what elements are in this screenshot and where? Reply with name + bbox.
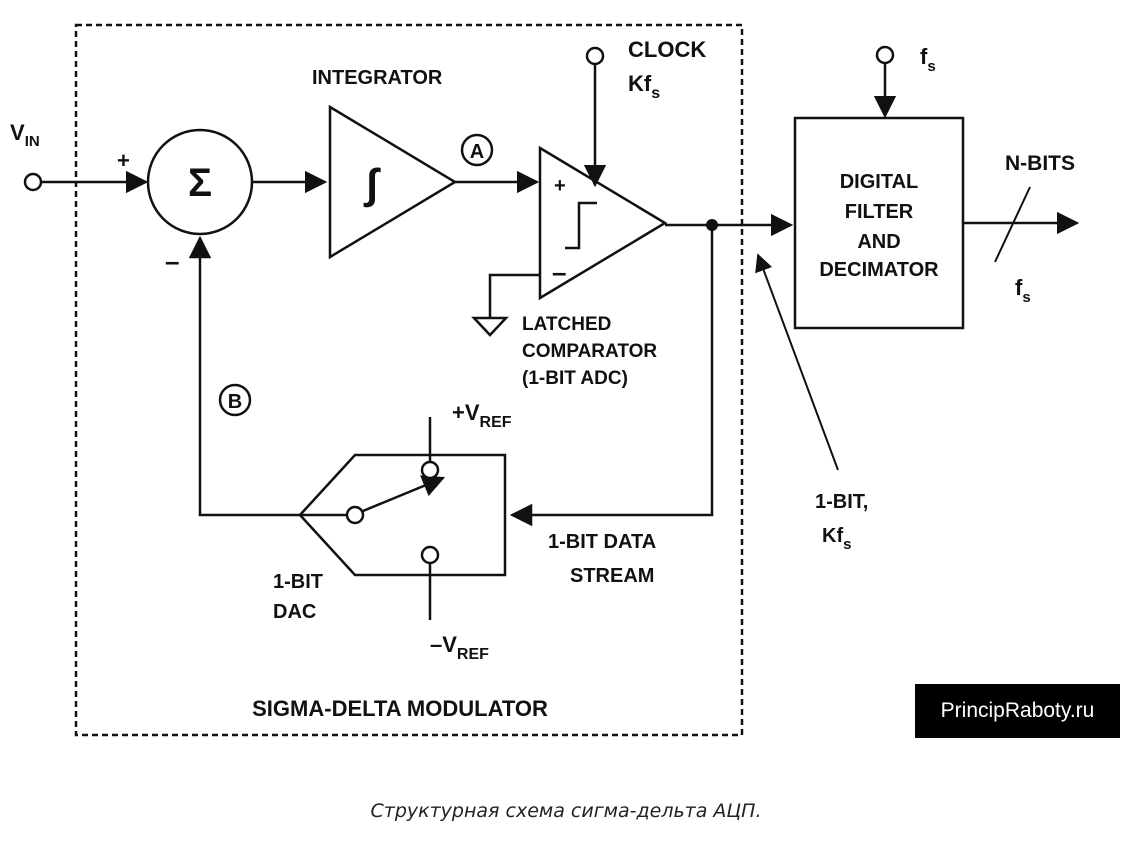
dac-block xyxy=(299,453,507,577)
comparator-label-line1: LATCHED xyxy=(522,314,611,335)
comparator-label-line3: (1-BIT ADC) xyxy=(522,368,628,389)
bus-slash xyxy=(994,186,1031,263)
onebit-label-line2: Kfs xyxy=(822,525,851,553)
filter-label-line3: AND xyxy=(857,231,900,253)
comparator-plus-label: + xyxy=(554,175,566,197)
onebit-label-line1: 1-BIT, xyxy=(815,491,868,513)
node-a-label: A xyxy=(470,141,484,163)
modulator-title: SIGMA-DELTA MODULATOR xyxy=(252,696,548,721)
sum-symbol: Σ xyxy=(188,161,212,205)
vref-neg-contact xyxy=(420,545,440,565)
ground-symbol xyxy=(471,316,509,337)
comparator-label-line2: COMPARATOR xyxy=(522,341,657,362)
modulator-boundary xyxy=(74,23,744,737)
fs-top-label: fs xyxy=(920,44,936,75)
vref-neg-label: –VREF xyxy=(430,632,489,663)
clock-terminal xyxy=(585,46,605,66)
dac-pivot-contact xyxy=(345,505,365,525)
datastream-label-line2: STREAM xyxy=(570,565,654,587)
fs-out-label: fs xyxy=(1015,275,1031,306)
filter-label-line1: DIGITAL xyxy=(840,171,919,193)
onebit-pointer-arrow xyxy=(755,253,839,471)
node-b-marker xyxy=(218,383,252,417)
vin-label: VIN xyxy=(10,120,40,150)
minus-feedback-label: – xyxy=(165,246,179,276)
clock-kfs-label: Kfs xyxy=(628,71,660,102)
node-b-label: B xyxy=(228,391,242,413)
vref-pos-label: +VREF xyxy=(452,400,512,431)
comparator-step-symbol xyxy=(565,201,597,250)
digital-filter-block xyxy=(793,116,965,330)
integrator-label: INTEGRATOR xyxy=(312,67,443,89)
junction-dot xyxy=(706,219,718,231)
plus-input-label: + xyxy=(117,148,130,173)
vin-terminal xyxy=(23,172,43,192)
ground-wire xyxy=(488,273,540,318)
fs-terminal xyxy=(875,45,895,65)
clock-label: CLOCK xyxy=(628,37,706,62)
node-a-marker xyxy=(460,133,494,167)
integral-symbol: ∫ xyxy=(363,160,381,208)
dac-label-line2: DAC xyxy=(273,601,316,623)
nbits-label: N-BITS xyxy=(1005,152,1075,175)
integrator-block xyxy=(328,104,458,260)
dac-to-sum-wire xyxy=(188,235,300,517)
feedback-to-dac-wire xyxy=(509,225,714,527)
vref-pos-contact xyxy=(420,460,440,480)
dac-switch-arm xyxy=(362,475,446,513)
figure-caption: Структурная схема сигма-дельта АЦП. xyxy=(370,800,762,822)
comparator-minus-label: – xyxy=(552,257,566,287)
filter-label-line4: DECIMATOR xyxy=(819,259,939,281)
filter-label-line2: FILTER xyxy=(845,201,914,223)
watermark-badge: PrincipRaboty.ru xyxy=(915,684,1120,738)
dac-label-line1: 1-BIT xyxy=(273,571,323,593)
datastream-label-line1: 1-BIT DATA xyxy=(548,531,656,553)
